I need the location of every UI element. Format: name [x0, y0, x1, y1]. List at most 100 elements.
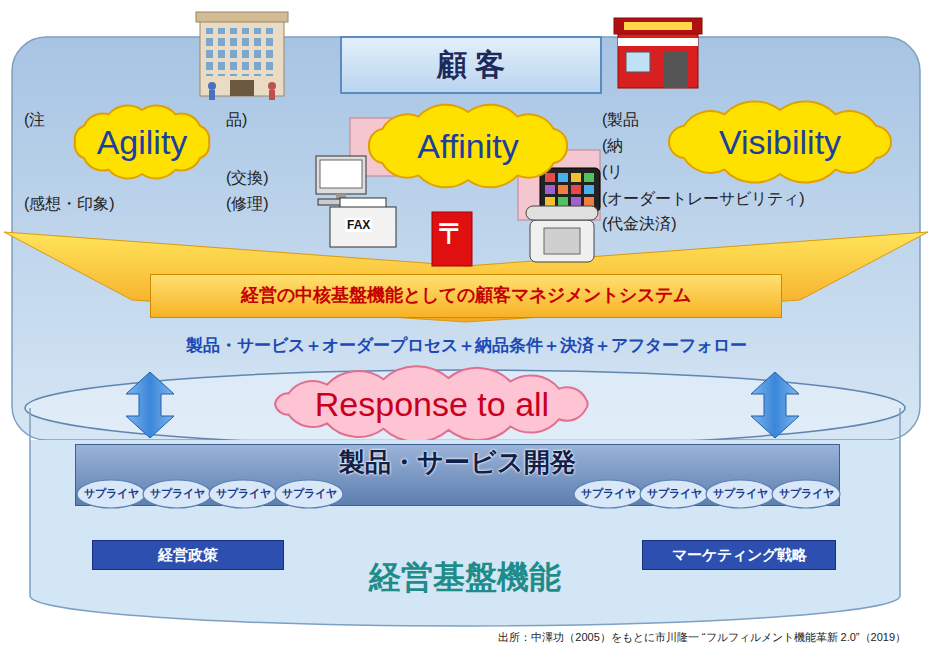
supplier-oval: サプライヤ: [76, 479, 146, 509]
department-store-icon: [196, 12, 288, 100]
shop-icon: [626, 52, 650, 72]
department-store-icon: [206, 28, 278, 76]
note-text: (オーダートレーサビリティ): [602, 189, 805, 208]
note-text: (注: [24, 110, 45, 129]
department-store-icon: [196, 12, 288, 22]
node-text: Response to all: [315, 384, 549, 425]
tablet-icon: [558, 197, 568, 206]
department-store-icon: [208, 82, 216, 90]
supplier-oval: サプライヤ: [208, 479, 278, 509]
node-text: サプライヤ: [282, 487, 337, 500]
tablet-icon: [571, 173, 581, 182]
department-store-icon: [200, 20, 284, 96]
department-store-icon: [268, 82, 276, 90]
tablet-icon: [584, 185, 594, 194]
department-store-icon: [230, 80, 254, 96]
double-arrow: [751, 372, 799, 438]
node-text: サプライヤ: [150, 487, 205, 500]
note-text: (納: [602, 136, 623, 155]
note-text: (修理): [226, 194, 269, 213]
customer-box: 顧 客: [340, 36, 602, 94]
tablet-icon: [558, 185, 568, 194]
tablet-icon: [540, 168, 600, 212]
note-text: (リ: [602, 162, 623, 181]
supplier-oval: サプライヤ: [274, 479, 344, 509]
cloud-outline: [669, 101, 891, 182]
note-text: (感想・印象): [24, 194, 115, 213]
pc-icon: [320, 160, 362, 188]
phone-icon: [526, 206, 598, 262]
oval-outline: [209, 480, 277, 508]
tablet-icon: [558, 173, 568, 182]
post-mark: 〒: [438, 217, 466, 251]
double-arrow: [126, 372, 174, 438]
node-text: サプライヤ: [216, 487, 271, 500]
node-text: マーケティング戦略: [672, 546, 807, 564]
tablet-icon: [571, 197, 581, 206]
supplier-oval: サプライヤ: [573, 479, 643, 509]
node-text: サプライヤ: [779, 487, 834, 500]
tablet-icon: [545, 185, 555, 194]
shop-icon: [624, 22, 692, 30]
shop-icon: [614, 18, 702, 88]
fax-icon: [330, 207, 396, 247]
base-cylinder: サプライヤサプライヤサプライヤサプライヤサプライヤサプライヤサプライヤサプライヤ…: [30, 370, 900, 628]
band-title: 経営の中核基盤機能としての顧客マネジメントシステム: [150, 274, 782, 318]
post-icon: [432, 212, 472, 266]
cylinder-outline: [30, 408, 900, 626]
oval-outline: [143, 480, 211, 508]
oval-outline: [706, 480, 774, 508]
shop-icon: [618, 32, 698, 88]
cloud-outline: [75, 106, 210, 179]
tablet-icon: [540, 168, 600, 212]
note-text: (交換): [226, 168, 269, 187]
cloud-label: Affinity: [356, 100, 580, 192]
tablet-icon: [584, 197, 594, 206]
node-text: 経営政策: [158, 546, 218, 564]
fax-label: FAX: [345, 218, 372, 232]
note-text: (製品: [602, 110, 639, 129]
pc-icon: [316, 156, 366, 194]
flow-text: 製品・サービス＋オーダープロセス＋納品条件＋決済＋アフターフォロー: [186, 336, 747, 356]
node-text: 経営基盤機能: [30, 558, 900, 596]
supplier-oval: サプライヤ: [142, 479, 212, 509]
cloud-outline: [275, 366, 588, 441]
node-text: サプライヤ: [84, 487, 139, 500]
node-text: サプライヤ: [713, 487, 768, 500]
node-text: サプライヤ: [581, 487, 636, 500]
node-text: 顧 客: [437, 47, 505, 83]
oval-outline: [640, 480, 708, 508]
note-text: (代金決済): [602, 214, 677, 233]
tablet-icon: [584, 173, 594, 182]
supplier-oval: サプライヤ: [705, 479, 775, 509]
shop-icon: [618, 38, 698, 46]
post-icon: [432, 212, 472, 266]
cloud-label: Agility: [62, 98, 222, 186]
department-store-icon: [209, 90, 215, 100]
supplier-oval: サプライヤ: [639, 479, 709, 509]
policy-box: 経営政策: [92, 540, 284, 570]
fax-icon: [330, 198, 396, 247]
oval-outline: [275, 480, 343, 508]
oval-outline: [772, 480, 840, 508]
phone-icon: [530, 220, 594, 262]
node-text: 経営の中核基盤機能としての顧客マネジメントシステム: [241, 285, 691, 307]
cylinder-body: [30, 440, 900, 626]
phone-icon: [526, 206, 598, 220]
cloud-label: Visibility: [656, 98, 904, 186]
phone-icon: [544, 228, 580, 254]
tablet-icon: [571, 185, 581, 194]
policy-box: マーケティング戦略: [642, 540, 836, 570]
supplier-oval: サプライヤ: [771, 479, 841, 509]
tablet-icon: [545, 197, 555, 206]
department-store-icon: [269, 90, 275, 100]
tablet-icon: [545, 173, 555, 182]
shop-icon: [614, 18, 702, 34]
cloud-label: Response to all: [262, 366, 602, 442]
shop-icon: [664, 52, 688, 88]
source-caption: 出所：中澤功（2005）をもとに市川隆一 “フルフィルメント機能革新 2.0”（…: [498, 630, 906, 645]
development-bar: サプライヤサプライヤサプライヤサプライヤサプライヤサプライヤサプライヤサプライヤ…: [75, 444, 840, 506]
node-text: サプライヤ: [647, 487, 702, 500]
note-text: 品): [226, 110, 247, 129]
node-text: Visibility: [719, 122, 841, 163]
